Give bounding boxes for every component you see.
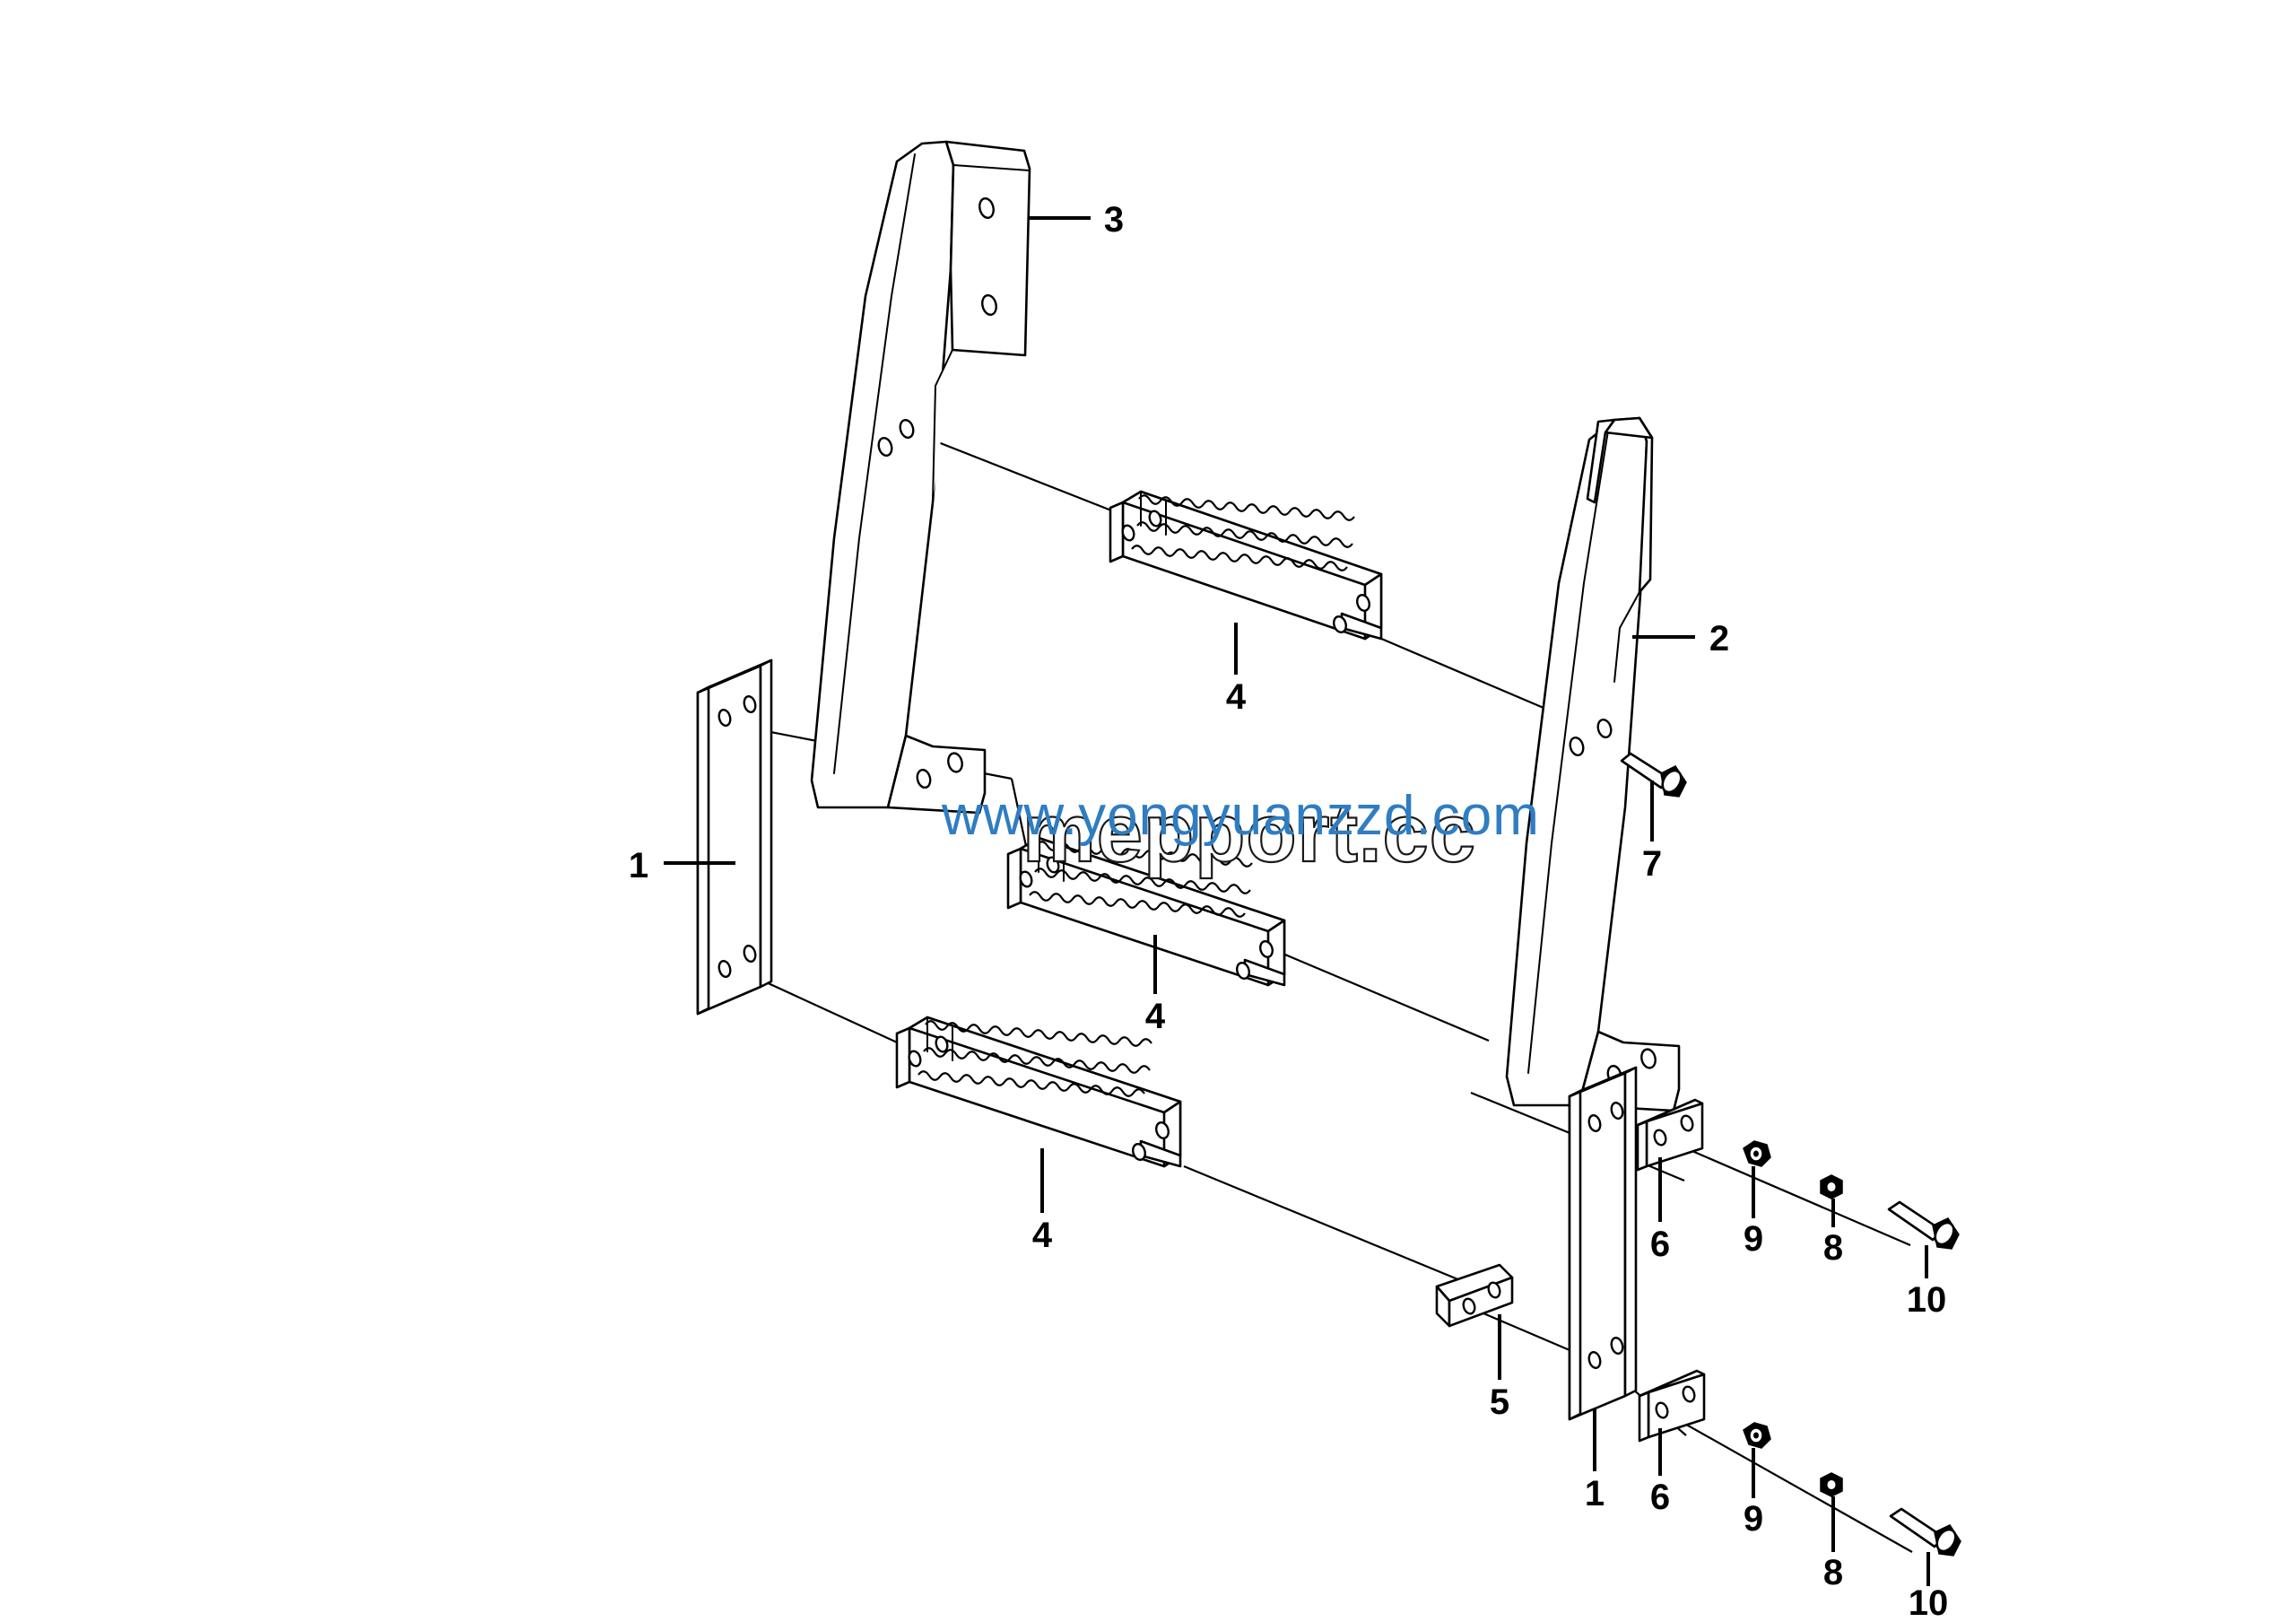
part-angle-bracket-lower[interactable]: [1638, 1369, 1706, 1443]
part-step-tread-bottom[interactable]: [895, 1016, 1182, 1168]
callout-1-right: 1: [1585, 1474, 1605, 1513]
part-flat-plate[interactable]: [1435, 1263, 1514, 1328]
callout-1-left: 1: [629, 846, 648, 885]
callout-layer: 1 2 3 4 4 4 5 6 6 7 8 8 9 9 10 10 1: [629, 200, 1948, 1622]
part-lock-washer-lower[interactable]: [1743, 1422, 1771, 1449]
part-bolt-upper[interactable]: [1620, 752, 1687, 798]
part-nut-lower[interactable]: [1820, 1472, 1843, 1497]
callout-8-lower: 8: [1823, 1553, 1843, 1592]
watermark-brand-outline: mepport.cc: [1022, 788, 1476, 879]
part-angle-bracket-upper[interactable]: [1636, 1098, 1704, 1172]
callout-4-bot: 4: [1032, 1216, 1053, 1255]
callout-2: 2: [1709, 619, 1729, 658]
watermark-site-url: www.yongyuanzzd.com: [941, 785, 1540, 847]
callout-7: 7: [1642, 844, 1662, 884]
callout-10-lower: 10: [1909, 1583, 1949, 1622]
callout-6-lower: 6: [1650, 1478, 1670, 1517]
watermark-layer: mepport.cc mepport.cc www.yongyuanzzd.co…: [941, 785, 1540, 880]
part-mounting-bar-right[interactable]: [1568, 1066, 1638, 1421]
part-stringer-left[interactable]: [810, 140, 1031, 815]
part-nut-upper[interactable]: [1820, 1174, 1843, 1199]
callout-9-lower: 9: [1744, 1499, 1763, 1539]
callout-4-top: 4: [1226, 677, 1247, 717]
watermark-brand-fill: mepport.cc: [1022, 788, 1476, 879]
callout-9-upper: 9: [1744, 1219, 1763, 1259]
part-step-tread-top[interactable]: [1109, 490, 1383, 641]
part-bolt-upper-right[interactable]: [1887, 1200, 1960, 1250]
callout-8-upper: 8: [1823, 1228, 1843, 1268]
callout-3: 3: [1104, 200, 1124, 240]
part-step-tread-middle[interactable]: [1006, 836, 1286, 987]
callout-10-upper: 10: [1907, 1280, 1947, 1320]
part-bolt-lower-right[interactable]: [1889, 1507, 1961, 1557]
callout-4-mid: 4: [1145, 997, 1166, 1036]
callout-5: 5: [1490, 1382, 1509, 1422]
part-mounting-bar-left[interactable]: [696, 658, 773, 1016]
callout-6-upper: 6: [1650, 1225, 1670, 1264]
part-lock-washer-upper[interactable]: [1743, 1140, 1771, 1167]
